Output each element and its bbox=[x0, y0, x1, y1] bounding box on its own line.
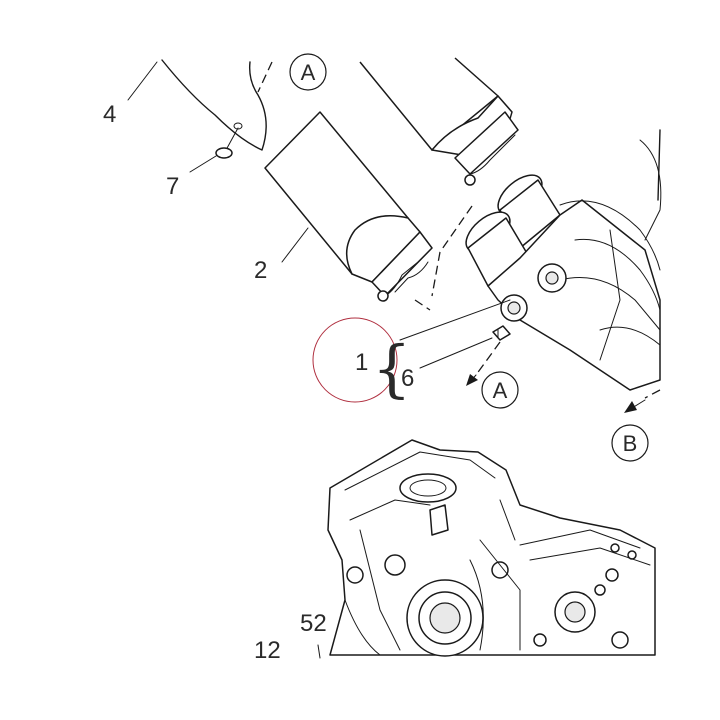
leader-line-52 bbox=[317, 644, 321, 659]
leader-line-1 bbox=[399, 299, 511, 341]
axis-line-2 bbox=[414, 299, 431, 311]
leader-line-7 bbox=[189, 155, 217, 173]
callout-a-top: A bbox=[289, 53, 327, 91]
muffler-2 bbox=[264, 111, 433, 302]
arrow-head-b bbox=[624, 401, 637, 413]
part-number-6: 6 bbox=[401, 365, 414, 392]
leader-line-6 bbox=[419, 337, 493, 369]
part-number-1: 1 bbox=[355, 349, 368, 376]
callout-b-label: B bbox=[623, 431, 638, 456]
part-number-7: 7 bbox=[166, 173, 179, 200]
callout-a-mid: A bbox=[481, 371, 519, 409]
axis-line-top bbox=[257, 61, 273, 93]
exhaust-outlet-pipes bbox=[465, 129, 662, 399]
muffler-upper-right bbox=[359, 57, 519, 186]
engine-crankcase bbox=[327, 439, 656, 657]
axis-line-upper bbox=[431, 205, 473, 297]
axis-line-6 bbox=[475, 341, 501, 376]
part-number-12: 12 bbox=[254, 637, 281, 664]
part-number-2: 2 bbox=[254, 257, 267, 284]
arrow-head-6 bbox=[466, 374, 478, 386]
screw-7 bbox=[215, 122, 243, 159]
clip-6 bbox=[492, 325, 511, 341]
callout-a-top-label: A bbox=[301, 60, 316, 85]
highlight-circle bbox=[312, 317, 398, 403]
part-number-52: 52 bbox=[300, 610, 327, 637]
leader-line-2 bbox=[281, 227, 309, 263]
callout-a-mid-label: A bbox=[493, 378, 508, 403]
leader-line-4 bbox=[127, 61, 158, 101]
part-number-4: 4 bbox=[103, 101, 116, 128]
muffler-body-4 bbox=[161, 59, 267, 151]
callout-b: B bbox=[611, 424, 649, 462]
brace-part-1: { bbox=[372, 332, 411, 405]
